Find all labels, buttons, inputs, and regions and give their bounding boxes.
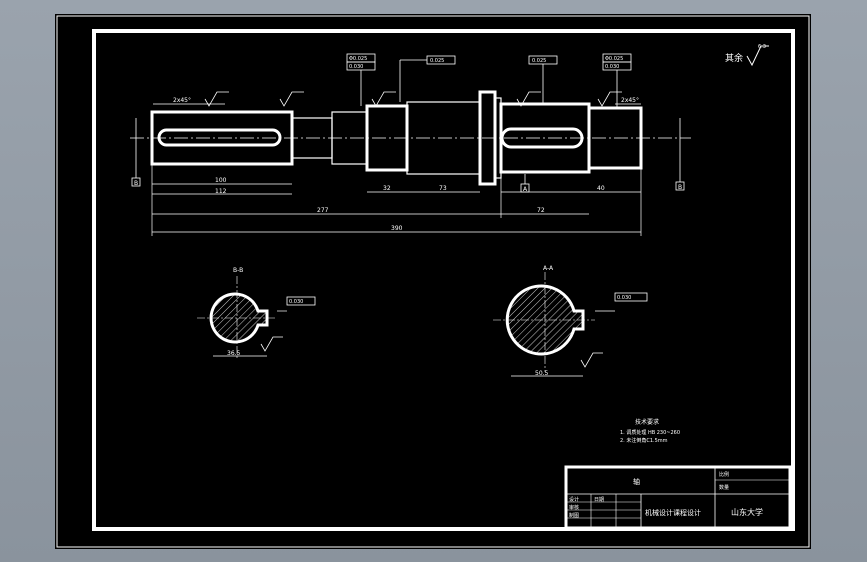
tb-scale-label: 比例 <box>719 471 729 478</box>
dim-390-label: 390 <box>391 225 403 232</box>
datum-right-label: B <box>678 184 682 191</box>
tol-right-3-label: 0.030 <box>605 64 619 70</box>
roughness-tick-5-icon <box>597 91 622 107</box>
tol-right-2-label: Φ0.025 <box>605 56 623 62</box>
chamfer-right-label: 2x45° <box>621 97 639 104</box>
title-block-text: 轴 设计 审核 制图 日期 机械设计课程设计 比例 数量 山东大学 <box>569 471 763 519</box>
datum-left-label: B <box>134 180 138 187</box>
upper-annotations <box>153 53 641 108</box>
tb-qty-label: 数量 <box>719 484 729 491</box>
tol-left-2-label: 0.030 <box>349 64 363 70</box>
dim-277-label: 277 <box>317 207 329 214</box>
section-right-dim-label: 50.5 <box>535 370 549 377</box>
section-right-roughness-icon <box>580 352 603 368</box>
dim-100-label: 100 <box>215 177 227 184</box>
tech-requirements: 技术要求 1. 调质处理 HB 230~260 2. 未注倒角C1.5mm <box>620 418 680 444</box>
keyway-right <box>500 127 584 149</box>
section-left-tol-box <box>286 296 316 306</box>
section-left: B-B <box>197 267 316 358</box>
roughness-other-label: 其余 <box>725 52 743 64</box>
section-right-tol-box <box>614 292 648 302</box>
tb-course: 机械设计课程设计 <box>645 508 701 517</box>
section-right-tol-label: 0.030 <box>617 295 631 301</box>
roughness-value: 6.3 <box>758 44 766 50</box>
shaft-segment-7 <box>587 106 643 170</box>
roughness-tick-3-icon <box>371 91 396 107</box>
roughness-symbol-icon <box>746 45 769 67</box>
tb-part-name: 轴 <box>633 477 640 486</box>
section-right: A-A <box>493 265 648 377</box>
dim-40-label: 40 <box>597 185 605 192</box>
section-left-shape <box>209 292 269 344</box>
roughness-note: 其余 6.3 <box>725 44 769 67</box>
cad-viewport[interactable]: 其余 6.3 <box>55 14 811 549</box>
tech-req-title: 技术要求 <box>635 418 659 426</box>
tol-right-1-label: 0.025 <box>532 58 546 64</box>
tol-mid-label: 0.025 <box>430 58 444 64</box>
shaft-drawing: 其余 6.3 <box>56 15 810 548</box>
section-left-title: B-B <box>233 267 243 274</box>
section-left-roughness-icon <box>260 336 283 352</box>
keyway-left <box>157 128 282 147</box>
title-block-frame <box>564 465 792 530</box>
tb-date-label: 日期 <box>594 497 604 503</box>
dim-73-label: 73 <box>439 185 447 192</box>
title-block <box>564 465 792 530</box>
dim-72-label: 72 <box>537 207 545 214</box>
section-right-shape <box>505 284 585 356</box>
tech-req-line2: 2. 未注倒角C1.5mm <box>620 437 668 444</box>
tb-drawn-label: 制图 <box>569 512 579 519</box>
roughness-tick-1-icon <box>204 91 229 107</box>
roughness-tick-4-icon <box>516 91 541 107</box>
datum-mid-label: A <box>523 186 528 193</box>
section-left-tol-label: 0.030 <box>289 299 303 305</box>
datum-box-left <box>131 177 141 187</box>
roughness-tick-2-icon <box>279 91 304 107</box>
dim-32-label: 32 <box>383 185 391 192</box>
dim-112-label: 112 <box>215 188 227 195</box>
shaft-main-view <box>130 90 691 186</box>
tb-designer-label: 设计 <box>569 496 579 503</box>
datum-box-right <box>675 181 685 191</box>
section-left-dim-label: 36.5 <box>227 350 241 357</box>
dimension-text: 100 112 32 73 40 277 72 390 <box>215 177 605 232</box>
tb-checker-label: 审核 <box>569 504 579 511</box>
chamfer-left-label: 2x45° <box>173 97 191 104</box>
dimension-lines <box>151 164 642 236</box>
section-right-title: A-A <box>543 265 554 272</box>
inner-border <box>92 29 795 531</box>
tb-school: 山东大学 <box>731 507 763 517</box>
outer-frame <box>56 15 810 548</box>
tech-req-line1: 1. 调质处理 HB 230~260 <box>620 429 680 436</box>
upper-annotation-text: 2x45° 2x45° Φ0.025 0.030 0.025 0.025 Φ0.… <box>173 56 639 104</box>
tol-left-1-label: Φ0.025 <box>349 56 367 62</box>
